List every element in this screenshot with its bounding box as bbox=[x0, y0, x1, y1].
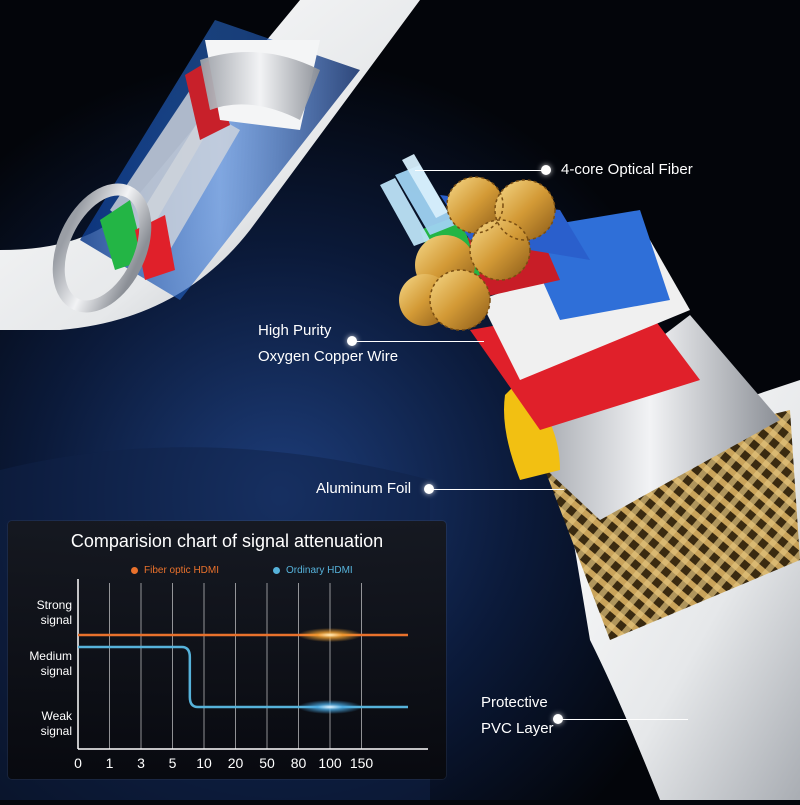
y-label-medium: Medium signal bbox=[14, 649, 72, 679]
upper-cable bbox=[0, 0, 420, 330]
copper-wire-label: High Purity Oxygen Copper Wire bbox=[258, 318, 398, 370]
x-tick-label: 20 bbox=[227, 755, 244, 771]
y-label-weak-line1: Weak bbox=[41, 709, 72, 723]
y-label-weak: Weak signal bbox=[14, 709, 72, 739]
optical-fiber-label: 4-core Optical Fiber bbox=[561, 157, 693, 183]
y-label-strong: Strong signal bbox=[14, 598, 72, 628]
aluminum-foil-text: Aluminum Foil bbox=[316, 480, 412, 497]
y-label-strong-line2: signal bbox=[40, 613, 72, 627]
y-label-medium-line1: Medium bbox=[29, 649, 72, 663]
pvc-layer-text-line1: Protective bbox=[481, 694, 548, 711]
pvc-layer-leader bbox=[558, 719, 688, 720]
legend-swatch-fiber bbox=[131, 567, 138, 574]
axes bbox=[77, 579, 428, 750]
x-tick-label: 1 bbox=[105, 755, 114, 771]
aluminum-foil-leader bbox=[429, 489, 564, 490]
series-glow-ordinary bbox=[298, 700, 362, 714]
x-tick-label: 50 bbox=[259, 755, 275, 771]
series-line-ordinary bbox=[78, 645, 408, 709]
chart-title: Comparision chart of signal attenuation bbox=[70, 531, 384, 551]
pvc-layer-text-line2: PVC Layer bbox=[481, 720, 554, 737]
legend-label-fiber: Fiber optic HDMI bbox=[144, 565, 220, 576]
copper-wire-text-line2: Oxygen Copper Wire bbox=[258, 348, 399, 365]
legend-label-ordinary: Ordinary HDMI bbox=[286, 565, 353, 576]
plot-area bbox=[77, 579, 428, 750]
copper-wire-text-line1: High Purity bbox=[258, 322, 332, 339]
y-label-strong-line1: Strong bbox=[36, 598, 72, 612]
x-tick-label: 3 bbox=[137, 755, 145, 771]
x-tick-label: 80 bbox=[290, 755, 307, 771]
x-tick-label: 10 bbox=[196, 755, 212, 771]
x-tick-label: 5 bbox=[168, 755, 177, 771]
main-cable bbox=[380, 154, 800, 800]
legend-swatch-ordinary bbox=[273, 567, 280, 574]
y-label-medium-line2: signal bbox=[40, 664, 72, 678]
legend-item-ordinary: Ordinary HDMI bbox=[273, 565, 353, 576]
optical-fiber-marker bbox=[541, 165, 551, 175]
pvc-layer-label: Protective PVC Layer bbox=[481, 690, 554, 742]
copper-wire-leader bbox=[352, 341, 484, 342]
grid-lines bbox=[109, 583, 362, 749]
series-lines bbox=[78, 628, 408, 714]
optical-fiber-leader bbox=[415, 170, 545, 171]
x-tick-label: 100 bbox=[318, 755, 342, 771]
attenuation-chart: Comparision chart of signal attenuation … bbox=[8, 521, 446, 779]
x-tick-label: 150 bbox=[349, 755, 374, 771]
x-tick-label: 0 bbox=[74, 755, 82, 771]
series-glow-fiber bbox=[298, 628, 362, 642]
aluminum-foil-label: Aluminum Foil bbox=[316, 476, 411, 502]
y-label-weak-line2: signal bbox=[40, 724, 72, 738]
optical-fiber-text: 4-core Optical Fiber bbox=[561, 161, 693, 178]
legend-item-fiber: Fiber optic HDMI bbox=[131, 565, 219, 576]
